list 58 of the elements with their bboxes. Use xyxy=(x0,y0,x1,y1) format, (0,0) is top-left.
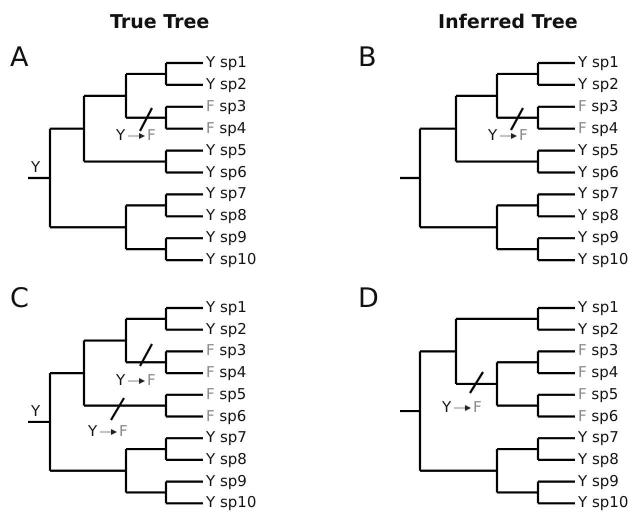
species-label: Y sp1 xyxy=(578,300,619,315)
state-label: F xyxy=(473,400,482,415)
species-label: Y sp1 xyxy=(206,55,247,70)
species-label: Y sp8 xyxy=(206,452,247,467)
species-label: Y sp9 xyxy=(206,230,247,246)
species-label: Y sp6 xyxy=(578,164,619,180)
species-label: Y sp10 xyxy=(578,495,628,510)
species-label: Y sp10 xyxy=(206,252,256,268)
species-label: F sp5 xyxy=(578,386,618,402)
state-label: Y xyxy=(116,128,126,143)
species-label: Y sp1 xyxy=(206,300,247,315)
species-label: Y sp8 xyxy=(206,208,247,224)
species-label: Y sp7 xyxy=(206,186,247,202)
species-label: F sp3 xyxy=(206,343,246,358)
species-label: F sp3 xyxy=(206,98,246,114)
species-label: Y sp2 xyxy=(206,76,247,92)
species-label: Y sp2 xyxy=(206,322,247,337)
species-label: F sp4 xyxy=(578,120,618,136)
tree-heading: True Tree xyxy=(110,10,210,35)
state-label: Y xyxy=(116,373,126,388)
species-label: Y sp10 xyxy=(206,495,256,510)
species-label: F sp6 xyxy=(578,408,618,424)
state-label: Y xyxy=(442,400,452,415)
panel-letter: C xyxy=(10,285,29,312)
panel-letter: D xyxy=(358,285,379,312)
species-label: Y sp8 xyxy=(578,208,619,224)
tree-heading: Inferred Tree xyxy=(438,10,578,35)
species-label: Y sp5 xyxy=(206,142,247,158)
species-label: Y sp7 xyxy=(578,186,619,202)
species-label: F sp5 xyxy=(206,386,246,402)
species-label: Y sp9 xyxy=(578,230,619,246)
species-label: Y sp10 xyxy=(578,252,628,268)
state-label: F xyxy=(147,373,156,388)
species-label: Y sp5 xyxy=(578,142,619,158)
species-label: F sp4 xyxy=(578,365,618,380)
species-label: F sp4 xyxy=(206,365,246,380)
species-label: Y sp9 xyxy=(578,474,619,489)
state-label: F xyxy=(119,424,128,439)
species-label: Y sp7 xyxy=(206,430,247,446)
state-label: F xyxy=(519,128,528,143)
species-label: F sp6 xyxy=(206,408,246,424)
species-label: Y sp6 xyxy=(206,164,247,180)
species-label: Y sp2 xyxy=(578,322,619,337)
species-label: Y sp2 xyxy=(578,76,619,92)
species-label: F sp3 xyxy=(578,98,618,114)
state-label: Y xyxy=(88,424,98,439)
state-label: Y xyxy=(488,128,498,143)
root-state-label: Y xyxy=(31,160,40,175)
panel-letter: B xyxy=(358,44,377,71)
species-label: Y sp9 xyxy=(206,474,247,489)
state-label: F xyxy=(147,128,156,143)
species-label: F sp3 xyxy=(578,343,618,358)
root-state-label: Y xyxy=(31,404,40,419)
panel-letter: A xyxy=(10,44,28,71)
species-label: Y sp7 xyxy=(578,430,619,446)
species-label: F sp4 xyxy=(206,120,246,136)
species-label: Y sp8 xyxy=(578,452,619,467)
species-label: Y sp1 xyxy=(578,55,619,70)
